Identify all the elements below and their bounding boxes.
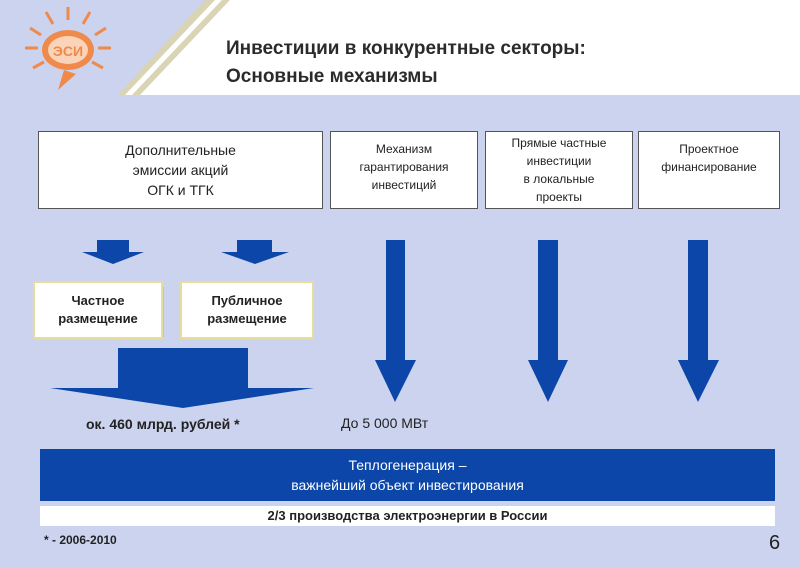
heat-generation-band: Теплогенерация – важнейший объект инвест… — [40, 449, 775, 501]
arrow-down-icon — [82, 240, 144, 264]
merge-arrow-icon — [50, 348, 314, 408]
mechanism-box-project-finance: Проектное финансирование — [638, 131, 780, 209]
mechanism-box-private-investment: Прямые частные инвестиции в локальные пр… — [485, 131, 633, 209]
title-line-1: Инвестиции в конкурентные секторы: — [226, 38, 586, 59]
mechanism-label: Дополнительные эмиссии акций ОГК и ТГК — [125, 142, 236, 198]
mechanism-box-guarantee: Механизм гарантирования инвестиций — [330, 131, 478, 209]
capacity-label: До 5 000 МВт — [341, 415, 429, 431]
production-share-band: 2/3 производства электроэнергии в России — [40, 506, 775, 526]
logo-text: ЭСИ — [53, 43, 83, 59]
arrow-down-icon — [678, 240, 719, 402]
arrow-down-icon — [221, 240, 289, 264]
arrow-down-icon — [528, 240, 568, 402]
title-line-2: Основные механизмы — [226, 66, 438, 87]
page-title: Инвестиции в конкурентные секторы: Основ… — [226, 35, 586, 91]
company-logo: ЭСИ — [25, 7, 111, 90]
arrow-down-icon — [375, 240, 416, 402]
band-text: Теплогенерация – важнейший объект инвест… — [291, 457, 524, 493]
footnote: * - 2006-2010 — [44, 533, 117, 547]
page-number: 6 — [769, 532, 781, 554]
placement-box-public: Публичное размещение — [180, 281, 314, 339]
placement-box-private: Частное размещение — [33, 281, 163, 339]
investment-amount-label: ок. 460 млрд. рублей * — [86, 416, 240, 432]
placement-label-public: Публичное размещение — [207, 293, 287, 326]
placement-label-private: Частное размещение — [58, 293, 138, 326]
mechanism-label: Прямые частные инвестиции в локальные пр… — [511, 136, 607, 204]
mechanism-label: Механизм гарантирования инвестиций — [359, 142, 449, 192]
header-banner — [0, 0, 800, 95]
mechanism-box-share-emissions: Дополнительные эмиссии акций ОГК и ТГК — [38, 131, 323, 209]
mechanism-label: Проектное финансирование — [661, 142, 757, 174]
